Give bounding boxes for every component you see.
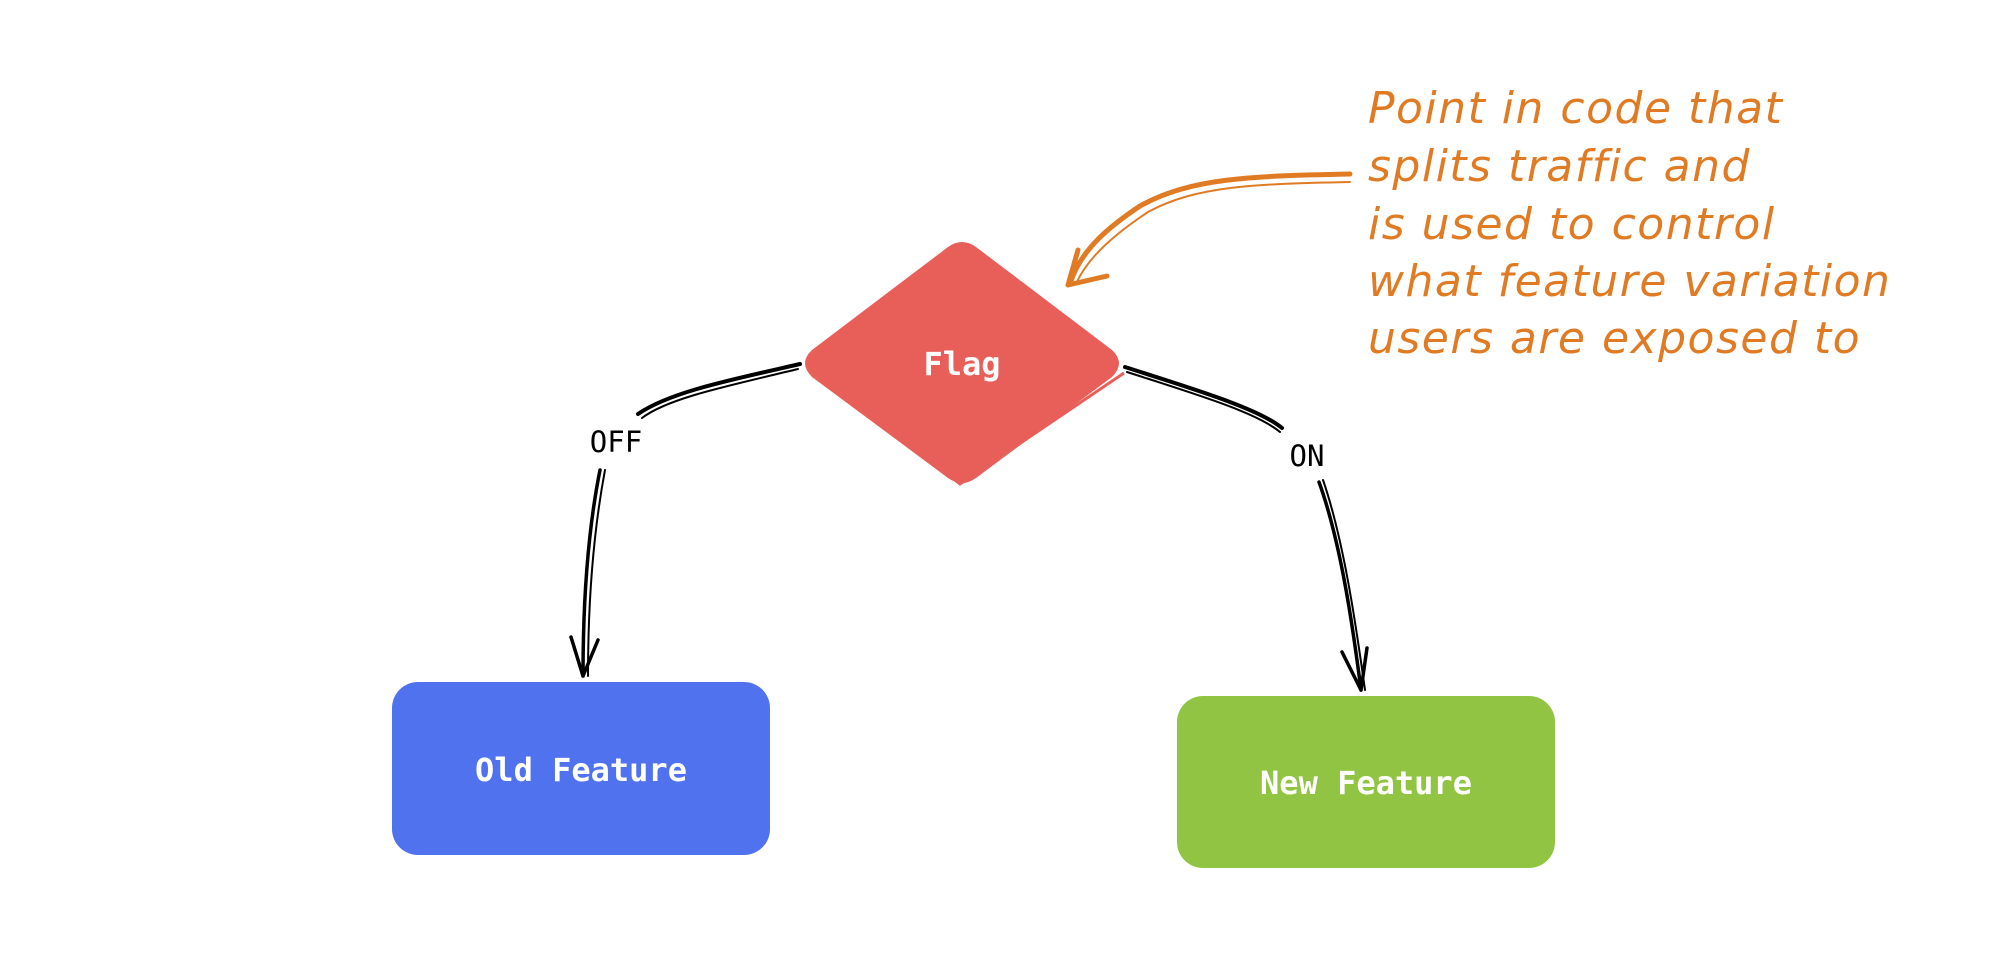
off-edge bbox=[569, 362, 802, 678]
new-feature-node: New Feature bbox=[1177, 696, 1555, 868]
off-edge-label: OFF bbox=[590, 425, 642, 459]
old-feature-node: Old Feature bbox=[392, 682, 770, 855]
annotation-line-4: what feature variation bbox=[1368, 256, 1891, 307]
annotation-line-2: splits traffic and bbox=[1368, 141, 1751, 192]
annotation-line-5: users are exposed to bbox=[1368, 313, 1861, 364]
new-feature-label: New Feature bbox=[1260, 764, 1472, 802]
annotation-line-3: is used to control bbox=[1368, 199, 1776, 250]
on-edge-label: ON bbox=[1290, 439, 1325, 473]
flag-diamond bbox=[805, 242, 1119, 483]
annotation-note: Point in code that splits traffic and is… bbox=[1368, 83, 1891, 364]
on-arrowhead bbox=[1340, 646, 1369, 692]
annotation-arrow bbox=[1065, 171, 1353, 288]
annotation-line-1: Point in code that bbox=[1368, 83, 1784, 134]
annotation-arrowhead bbox=[1065, 247, 1110, 288]
flag-node: Flag bbox=[805, 242, 1125, 486]
annotation-arrow-line-inner bbox=[1075, 181, 1351, 285]
old-feature-label: Old Feature bbox=[475, 751, 687, 789]
on-edge bbox=[1123, 365, 1369, 692]
old-feature-box bbox=[392, 682, 770, 855]
flag-label: Flag bbox=[923, 345, 1000, 383]
off-arrowhead bbox=[569, 635, 600, 678]
new-feature-box bbox=[1177, 696, 1555, 868]
annotation-arrow-line bbox=[1067, 171, 1353, 287]
